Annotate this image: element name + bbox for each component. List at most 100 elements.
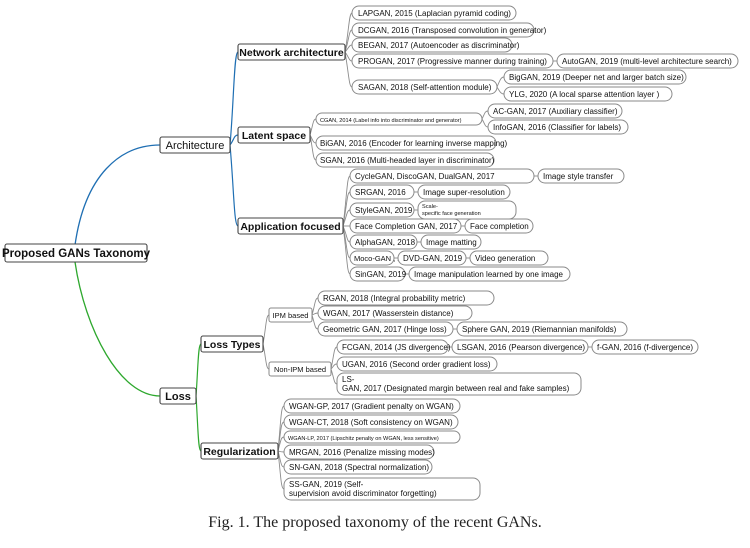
latent-space-box [237, 126, 311, 144]
architecture-label: Architecture [166, 140, 225, 152]
connector-line [277, 421, 285, 452]
node-box [487, 119, 629, 135]
ipm-item: Sphere GAN, 2019 (Riemannian manifolds) [462, 325, 617, 334]
connector-line [344, 44, 353, 53]
node-box [591, 339, 699, 355]
connector-line [330, 346, 338, 370]
loss-box [159, 387, 197, 405]
network-item: LAPGAN, 2015 (Laplacian pyramid coding) [358, 9, 511, 18]
connector-line [311, 314, 319, 330]
node-box [397, 250, 467, 266]
node-box [283, 414, 459, 430]
ipm-item: RGAN, 2018 (Integral probability metric) [323, 294, 466, 303]
application-item: specific face generation [422, 211, 481, 217]
regularization-item: WGAN-CT, 2018 (Soft consistency on WGAN) [289, 418, 453, 427]
connector-line [277, 450, 285, 453]
connector-line [344, 51, 353, 88]
regularization-item: WGAN-LP, 2017 (Lipschitz penalty on WGAN… [288, 436, 439, 442]
connector-line [344, 51, 353, 62]
ipm-based-label: IPM based [273, 311, 309, 320]
node-box [469, 250, 549, 266]
nonipm-item: LSGAN, 2016 (Pearson divergence) [457, 343, 585, 352]
connector-line [344, 12, 353, 53]
network-architecture-label: Network architecture [239, 47, 344, 59]
node-box [336, 372, 582, 396]
node-box [315, 152, 495, 168]
connector-line [344, 29, 353, 53]
latent-item: SGAN, 2016 (Multi-headed layer in discri… [320, 156, 495, 165]
network-item: AutoGAN, 2019 (multi-level architecture … [562, 57, 732, 66]
node-box [351, 53, 554, 69]
architecture-to-application-line [229, 144, 239, 227]
application-item: DVD-GAN, 2019 [403, 254, 463, 263]
connector-line [262, 314, 270, 345]
connector-line [330, 363, 338, 370]
latent-item: BiGAN, 2016 (Encoder for learning invers… [320, 139, 508, 148]
node-box [351, 22, 535, 38]
node-box [349, 168, 535, 184]
node-box [317, 305, 473, 321]
root-node-label: Proposed GANs Taxonomy [2, 248, 151, 260]
application-item: Video generation [475, 254, 535, 263]
architecture-box [159, 136, 231, 154]
node-box [451, 339, 589, 355]
node-box [351, 37, 513, 53]
nonipm-item: FCGAN, 2014 (JS divergence) [342, 343, 451, 352]
application-item: Image super-resolution [423, 188, 505, 197]
application-item: SRGAN, 2016 [355, 188, 406, 197]
root-node-box [4, 243, 148, 263]
node-box [315, 135, 497, 151]
architecture-to-latent-line [229, 134, 239, 146]
node-box [336, 356, 498, 372]
connector-line [309, 118, 317, 136]
nonipm-item: GAN, 2017 (Designated margin between rea… [342, 384, 570, 393]
connector-line [277, 450, 285, 490]
network-item: DCGAN, 2016 (Transposed convolution in g… [358, 26, 547, 35]
node-box [537, 168, 625, 184]
connector-line [262, 343, 270, 370]
node-box [351, 5, 517, 21]
node-box [349, 234, 418, 250]
node-box [487, 103, 623, 119]
node-box [268, 307, 313, 323]
node-box [268, 361, 332, 377]
node-box [417, 200, 517, 220]
connector-line [311, 297, 319, 316]
node-box [464, 218, 534, 234]
regularization-box [200, 442, 279, 460]
regularization-item: SN-GAN, 2018 (Spectral normalization) [289, 463, 429, 472]
regularization-item: WGAN-GP, 2017 (Gradient penalty on WGAN) [289, 402, 454, 411]
node-box [408, 266, 571, 282]
loss-to-regularization-line [195, 395, 202, 452]
ipm-item: WGAN, 2017 (Wasserstein distance) [323, 309, 454, 318]
application-focused-box [237, 217, 344, 235]
node-box [349, 250, 395, 266]
node-box [317, 321, 454, 337]
connector-line [277, 436, 285, 452]
network-item: BigGAN, 2019 (Deeper net and larger batc… [509, 73, 684, 82]
node-box [349, 266, 406, 282]
connector-line [496, 76, 505, 88]
latent-item: InfoGAN, 2016 (Classifier for labels) [493, 123, 621, 132]
latent-item: CGAN, 2014 (Label info into discriminato… [320, 118, 462, 124]
connector-line [311, 312, 319, 316]
nonipm-item: LS- [342, 375, 355, 384]
regularization-item: SS-GAN, 2019 (Self- [289, 480, 364, 489]
application-item: StyleGAN, 2019 [355, 206, 413, 215]
network-architecture-box [237, 43, 346, 61]
figure-caption: Fig. 1. The proposed taxonomy of the rec… [208, 514, 542, 531]
connector-line [309, 134, 317, 161]
application-item: Image matting [426, 238, 477, 247]
connector-line [342, 225, 351, 275]
application-item: Moco-GAN , 2018 [354, 254, 414, 263]
nonipm-based-label: Non-IPM based [274, 365, 326, 374]
node-box [349, 218, 462, 234]
network-item: BEGAN, 2017 (Autoencoder as discriminato… [358, 41, 520, 50]
node-box [283, 430, 461, 444]
application-item: SinGAN, 2019 [355, 270, 407, 279]
node-box [283, 444, 435, 460]
application-item: CycleGAN, DiscoGAN, DualGAN, 2017 [355, 172, 495, 181]
ipm-item: Geometric GAN, 2017 (Hinge loss) [323, 325, 447, 334]
node-box [503, 69, 687, 85]
